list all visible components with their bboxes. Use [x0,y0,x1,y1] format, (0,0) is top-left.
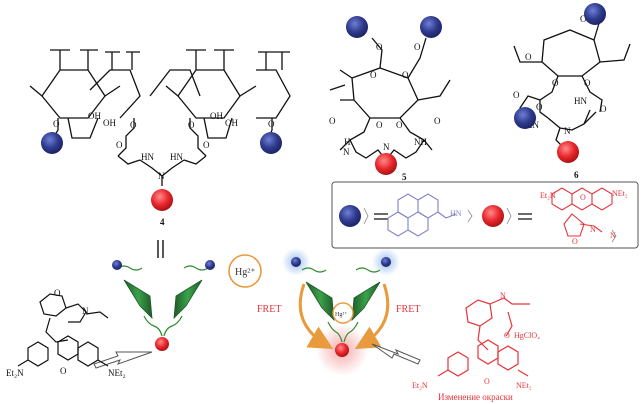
et2n-label: Et₂N [540,191,556,200]
pyrene-ball [112,260,122,270]
product-arrow-right [371,343,421,365]
n-label: N [158,171,165,181]
nh-label: NH [414,137,427,147]
fret-label: FRET [396,304,420,315]
hgclo4-label: HgClO₄ [514,331,540,340]
n-label: N [564,126,571,136]
pyrene-ball [339,205,361,227]
compound-4-structure [29,49,291,186]
o-label: O [484,377,490,386]
oh-label: OH [88,111,101,121]
n-label: N [82,306,89,316]
hg-ion-label: Hg²⁺ [235,267,256,278]
pyrene-ball [381,257,391,267]
oh-label: OH [225,118,238,128]
pyrene-ball [205,260,215,270]
h-label: H [344,137,351,147]
o-label: O [60,366,67,376]
pyrene-ball [514,107,536,129]
o-label: O [329,116,336,126]
o-label: O [580,14,587,24]
hn-label: HN [170,152,183,162]
o-label: O [572,237,578,246]
compound-number-4: 4 [160,217,165,227]
n-label: N [610,231,616,240]
o-label: O [130,120,137,130]
legend-box: HN Et₂N NEt₂ O N O N [331,181,639,249]
o-label: O [402,70,409,80]
open-rhodamine-labels: N O HgClO₄ Et₂N NEt₂ O Изменение окраски [412,291,540,402]
product-arrow-left [93,351,153,369]
fret-arrow [298,283,334,350]
compound-4-labels: OH OH OH OH O O O O O O HN HN N 4 [53,111,275,227]
hg-ion: Hg²⁺ [228,254,262,288]
compound-5-labels: O O O O O O O O H N NH N 5 [329,42,441,182]
o-label: O [584,78,591,88]
o-label: O [552,78,559,88]
o-label: O [54,288,61,298]
oh-label: OH [210,111,223,121]
n-label: N [383,142,390,152]
color-change-caption: Изменение окраски [438,392,513,402]
rhodamine-ball [375,153,397,175]
open-rhodamine-structure [437,297,530,377]
rhodamine-structure [551,187,613,237]
net2-label: NEt₂ [108,368,126,378]
o-label: O [580,193,586,202]
rhodamine-ball [557,141,579,163]
pyrene-ball [420,16,442,38]
o-label: O [116,140,123,150]
o-label: O [203,140,210,150]
o-label: O [53,119,60,129]
pyrene-ball [346,16,368,38]
o-label: O [504,331,510,340]
fret-label: FRET [257,304,281,315]
o-label: O [370,70,377,80]
compound-number-6: 6 [574,170,579,180]
n-label: N [343,147,350,157]
o-label: O [376,42,383,52]
rhodamine-ball [151,189,173,211]
o-label: O [414,42,421,52]
rhodamine-ball [335,343,349,357]
net2-label: NEt₂ [612,189,628,198]
o-label: O [396,120,403,130]
o-label: O [600,104,607,114]
o-label: O [536,102,543,112]
n-label: N [500,291,506,300]
spirolactam-labels: O N Et₂N NEt₂ O [6,288,126,378]
o-label: O [188,120,195,130]
o-label: O [513,90,520,100]
free-sensor-cartoon [112,260,215,351]
compound-number-5: 5 [402,172,407,182]
pyrene-ball [584,3,606,25]
rhodamine-ball [155,337,169,351]
equivalence-mark [157,240,164,258]
spirolactam-structure [17,293,109,367]
pyrene-ball [41,132,63,154]
o-label: O [525,52,532,62]
pyrene-ball [260,132,282,154]
et2n-label: Et₂N [412,381,428,390]
o-label: O [268,119,275,129]
compound-5-structure [329,37,451,168]
n-label: N [590,225,596,234]
hg-bound-label: Hg²⁺ [335,311,347,318]
pyrene-structure [387,193,457,237]
pyrene-ball [291,257,301,267]
et2n-label: Et₂N [6,368,24,378]
fret-arrow [354,283,390,350]
net2-label: NEt₂ [516,381,532,390]
hn-label: HN [450,209,462,218]
bound-sensor-cartoon: Hg²⁺ FRET FRET [257,248,420,376]
hn-label: HN [574,96,587,106]
rhodamine-ball [482,205,504,227]
o-label: O [376,120,383,130]
hn-label: HN [141,152,154,162]
o-label: O [434,116,441,126]
oh-label: OH [103,118,116,128]
